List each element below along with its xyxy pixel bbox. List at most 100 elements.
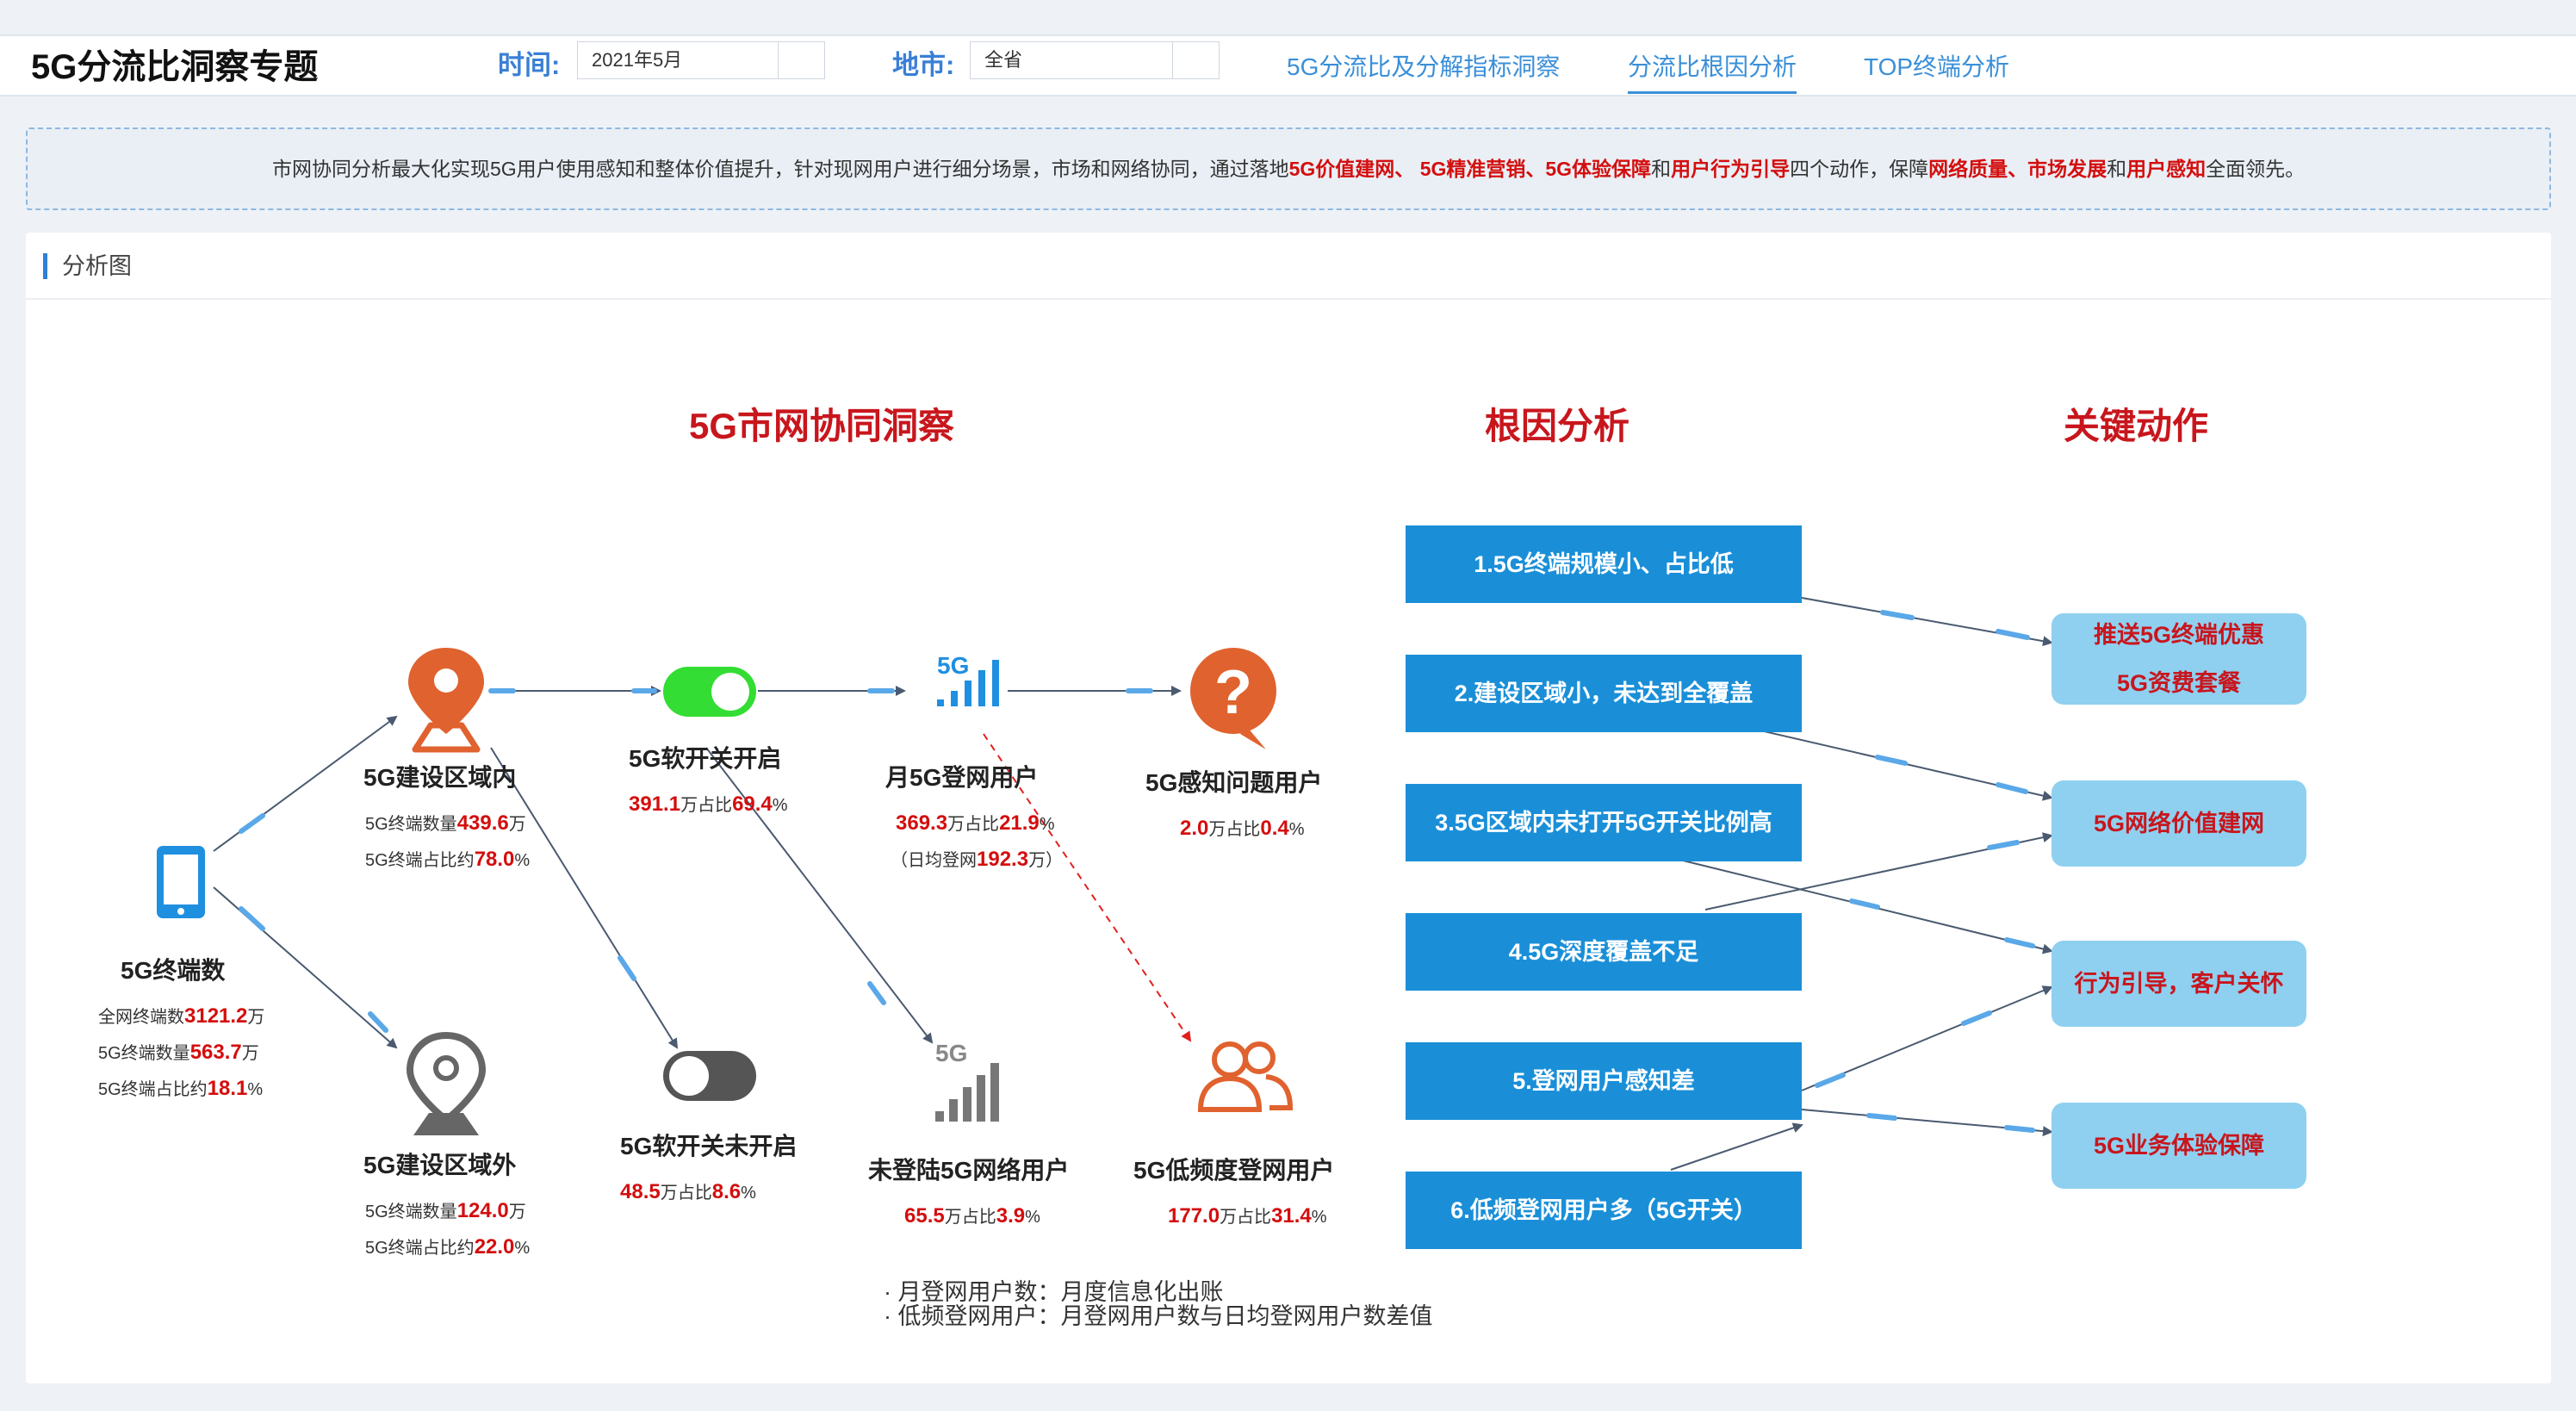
flow-glow	[1866, 1113, 1897, 1121]
panel-header: 分析图	[26, 233, 2551, 300]
question-icon: ?	[1190, 648, 1276, 749]
node-inside-metric: 5G终端占比约78.0%	[365, 848, 531, 871]
action-box-line: 推送5G终端优惠	[2093, 622, 2265, 648]
node-not-login-label: 未登陆5G网络用户	[868, 1157, 1070, 1184]
node-switch-off-metric: 48.5万占比8.6%	[620, 1180, 756, 1203]
banner-highlight: 5G价值建网、 5G精准营销、5G体验保障	[1288, 158, 1652, 180]
node-month-users-metric: 369.3万占比21.9%	[896, 811, 1055, 835]
flow-glow	[1815, 1072, 1846, 1088]
node-outside-label: 5G建设区域外	[363, 1152, 517, 1178]
tab-top-terminal[interactable]: TOP终端分析	[1864, 53, 2010, 80]
action-box-network[interactable]: 5G网络价值建网	[2051, 780, 2306, 867]
banner-text: 全面领先。	[2206, 158, 2306, 180]
city-filter-label: 地市:	[892, 50, 955, 80]
footnote: · 月登网用户数：月度信息化出账	[884, 1279, 1224, 1305]
dropdown-arrow-icon[interactable]	[778, 42, 824, 78]
node-terminal-metric: 全网终端数3121.2万	[98, 1004, 265, 1028]
banner-text: 四个动作，保障	[1790, 158, 1929, 180]
flow-glow	[1875, 755, 1908, 766]
node-outside-metric: 5G终端占比约22.0%	[365, 1235, 531, 1259]
dropdown-arrow-icon[interactable]	[1172, 42, 1219, 78]
flow-glow	[368, 1011, 388, 1033]
flow-glow	[618, 955, 636, 981]
connector-line-dashed	[983, 733, 1192, 1042]
root-cause-box[interactable]: 5.登网用户感知差	[1406, 1042, 1802, 1120]
analysis-panel: 分析图	[26, 233, 2551, 1383]
footnote: · 低频登网用户：月登网用户数与日均登网用户数差值	[884, 1303, 1433, 1329]
phone-icon	[157, 846, 205, 918]
connector-line	[1670, 1122, 1803, 1171]
app-title: 5G分流比洞察专题	[31, 48, 319, 86]
city-select-value: 全省	[984, 49, 1023, 71]
connector-line	[490, 747, 679, 1049]
node-problem-users-label: 5G感知问题用户	[1145, 769, 1323, 796]
section-title-root-cause: 根因分析	[1485, 406, 1630, 446]
node-inside-label: 5G建设区域内	[363, 764, 517, 791]
time-select-value: 2021年5月	[592, 49, 683, 71]
flow-glow	[1961, 1010, 1992, 1026]
time-filter-label: 时间:	[498, 50, 561, 80]
signal-icon-text: 5G	[935, 1040, 967, 1066]
flow-glow	[239, 813, 265, 834]
banner-text: 和	[1651, 158, 1672, 180]
node-low-freq-label: 5G低频度登网用户	[1133, 1157, 1335, 1184]
banner-highlight: 网络质量、市场发展	[1928, 158, 2107, 180]
node-switch-on-metric: 391.1万占比69.4%	[629, 793, 788, 816]
connector-line	[705, 747, 934, 1044]
banner-text: 和	[2107, 158, 2127, 180]
flow-diagram: 5G 5G ?	[157, 597, 2053, 1171]
panel-title: 分析图	[62, 253, 132, 279]
flow-glow	[239, 906, 265, 931]
svg-text:?: ?	[1214, 658, 1252, 727]
tab-root-cause[interactable]: 分流比根因分析	[1628, 43, 1797, 94]
root-cause-box[interactable]: 2.建设区域小，未达到全覆盖	[1406, 655, 1802, 732]
flow-glow	[2004, 937, 2035, 948]
banner-highlight: 用户感知	[2126, 158, 2207, 180]
node-problem-users-metric: 2.0万占比0.4%	[1180, 817, 1305, 840]
action-box-promotion[interactable]: 推送5G终端优惠 5G资费套餐	[2051, 613, 2306, 705]
banner-text: 市网协同分析最大化实现5G用户使用感知和整体价值提升，针对现网用户进行细分场景，…	[271, 158, 1289, 180]
flow-glow	[1987, 840, 2020, 850]
tab-indicator-insight[interactable]: 5G分流比及分解指标洞察	[1287, 53, 1561, 80]
flow-glow	[1996, 782, 2028, 794]
node-month-users-label: 月5G登网用户	[885, 764, 1039, 791]
section-title-insight: 5G市网协同洞察	[689, 406, 955, 446]
flow-glow	[2004, 1125, 2035, 1133]
node-outside-metric: 5G终端数量124.0万	[365, 1199, 526, 1222]
root-cause-box[interactable]: 6.低频登网用户多（5G开关）	[1406, 1172, 1802, 1249]
panel-accent-bar	[43, 253, 47, 279]
node-terminal-metric: 5G终端占比约18.1%	[98, 1077, 264, 1100]
root-cause-box[interactable]: 3.5G区域内未打开5G开关比例高	[1406, 784, 1802, 861]
root-cause-box[interactable]: 1.5G终端规模小、占比低	[1406, 525, 1802, 603]
section-title-action: 关键动作	[2064, 406, 2209, 446]
root-cause-box[interactable]: 4.5G深度覆盖不足	[1406, 913, 1802, 991]
node-switch-on-label: 5G软开关开启	[629, 745, 782, 772]
flow-glow	[867, 981, 886, 1005]
time-select[interactable]: 2021年5月	[577, 41, 825, 79]
node-inside-metric: 5G终端数量439.6万	[365, 811, 526, 835]
action-box-experience[interactable]: 5G业务体验保障	[2051, 1103, 2306, 1189]
node-terminal-label: 5G终端数	[121, 957, 226, 984]
flow-glow	[1880, 610, 1915, 620]
location-pin-icon	[408, 648, 484, 753]
users-icon	[1197, 1041, 1294, 1112]
signal-5g-gray-icon: 5G	[935, 1040, 999, 1122]
node-low-freq-metric: 177.0万占比31.4%	[1168, 1204, 1327, 1228]
top-bar: 5G分流比洞察专题 时间: 2021年5月 地市: 全省 5G分流比及分解指标洞…	[0, 34, 2576, 96]
toggle-on-icon	[663, 667, 756, 717]
flow-glow	[1849, 898, 1880, 910]
node-switch-off-label: 5G软开关未开启	[620, 1133, 798, 1159]
action-box-guidance[interactable]: 行为引导，客户关怀	[2051, 941, 2306, 1027]
flow-glow	[1996, 629, 2030, 640]
location-pin-gray-icon	[406, 1031, 487, 1135]
banner-highlight: 用户行为引导	[1671, 158, 1791, 180]
signal-5g-icon: 5G	[937, 652, 999, 706]
action-box-line: 5G资费套餐	[2116, 670, 2242, 696]
signal-icon-text: 5G	[937, 652, 969, 679]
node-terminal-metric: 5G终端数量563.7万	[98, 1041, 259, 1064]
city-select[interactable]: 全省	[970, 41, 1220, 79]
toggle-off-icon	[663, 1051, 756, 1101]
summary-banner: 市网协同分析最大化实现5G用户使用感知和整体价值提升，针对现网用户进行细分场景，…	[26, 127, 2551, 210]
node-month-users-daily: （日均登网192.3万）	[891, 848, 1064, 871]
node-not-login-metric: 65.5万占比3.9%	[904, 1204, 1040, 1228]
